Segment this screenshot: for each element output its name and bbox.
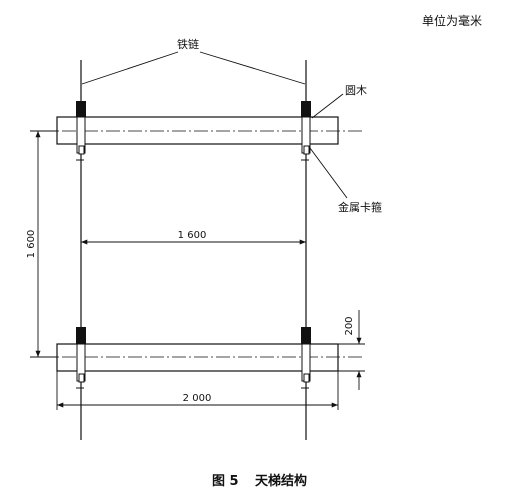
log-diameter-dimension	[338, 310, 365, 390]
log-width-dimension	[56, 371, 339, 410]
clamp-leader	[309, 147, 348, 199]
chain-leader-right	[199, 51, 306, 85]
figure-number: 图 5	[211, 474, 239, 489]
unit-note: 单位为毫米	[422, 14, 483, 28]
log-leader	[311, 93, 344, 119]
rope-spacing-value: 1 600	[178, 230, 207, 241]
leader-lines	[81, 51, 348, 199]
rung-spacing-dimension	[30, 130, 57, 358]
log-label: 圆木	[345, 84, 367, 97]
chain-leader-left	[81, 51, 179, 85]
log-diameter-value: 200	[344, 316, 355, 335]
clamp-label: 金属卡箍	[338, 200, 382, 214]
top-log	[40, 116, 365, 145]
clamp-bottom-left	[76, 327, 86, 389]
clamp-top-left	[76, 101, 86, 161]
figure-caption: 图 5 天梯结构	[0, 470, 519, 489]
figure-title: 天梯结构	[255, 474, 308, 489]
clamp-top-right	[301, 101, 311, 161]
chain-label: 铁链	[177, 37, 199, 51]
clamp-bottom-right	[301, 327, 311, 389]
bottom-log	[40, 343, 365, 372]
log-width-value: 2 000	[183, 393, 212, 404]
rung-spacing-value: 1 600	[26, 230, 37, 259]
